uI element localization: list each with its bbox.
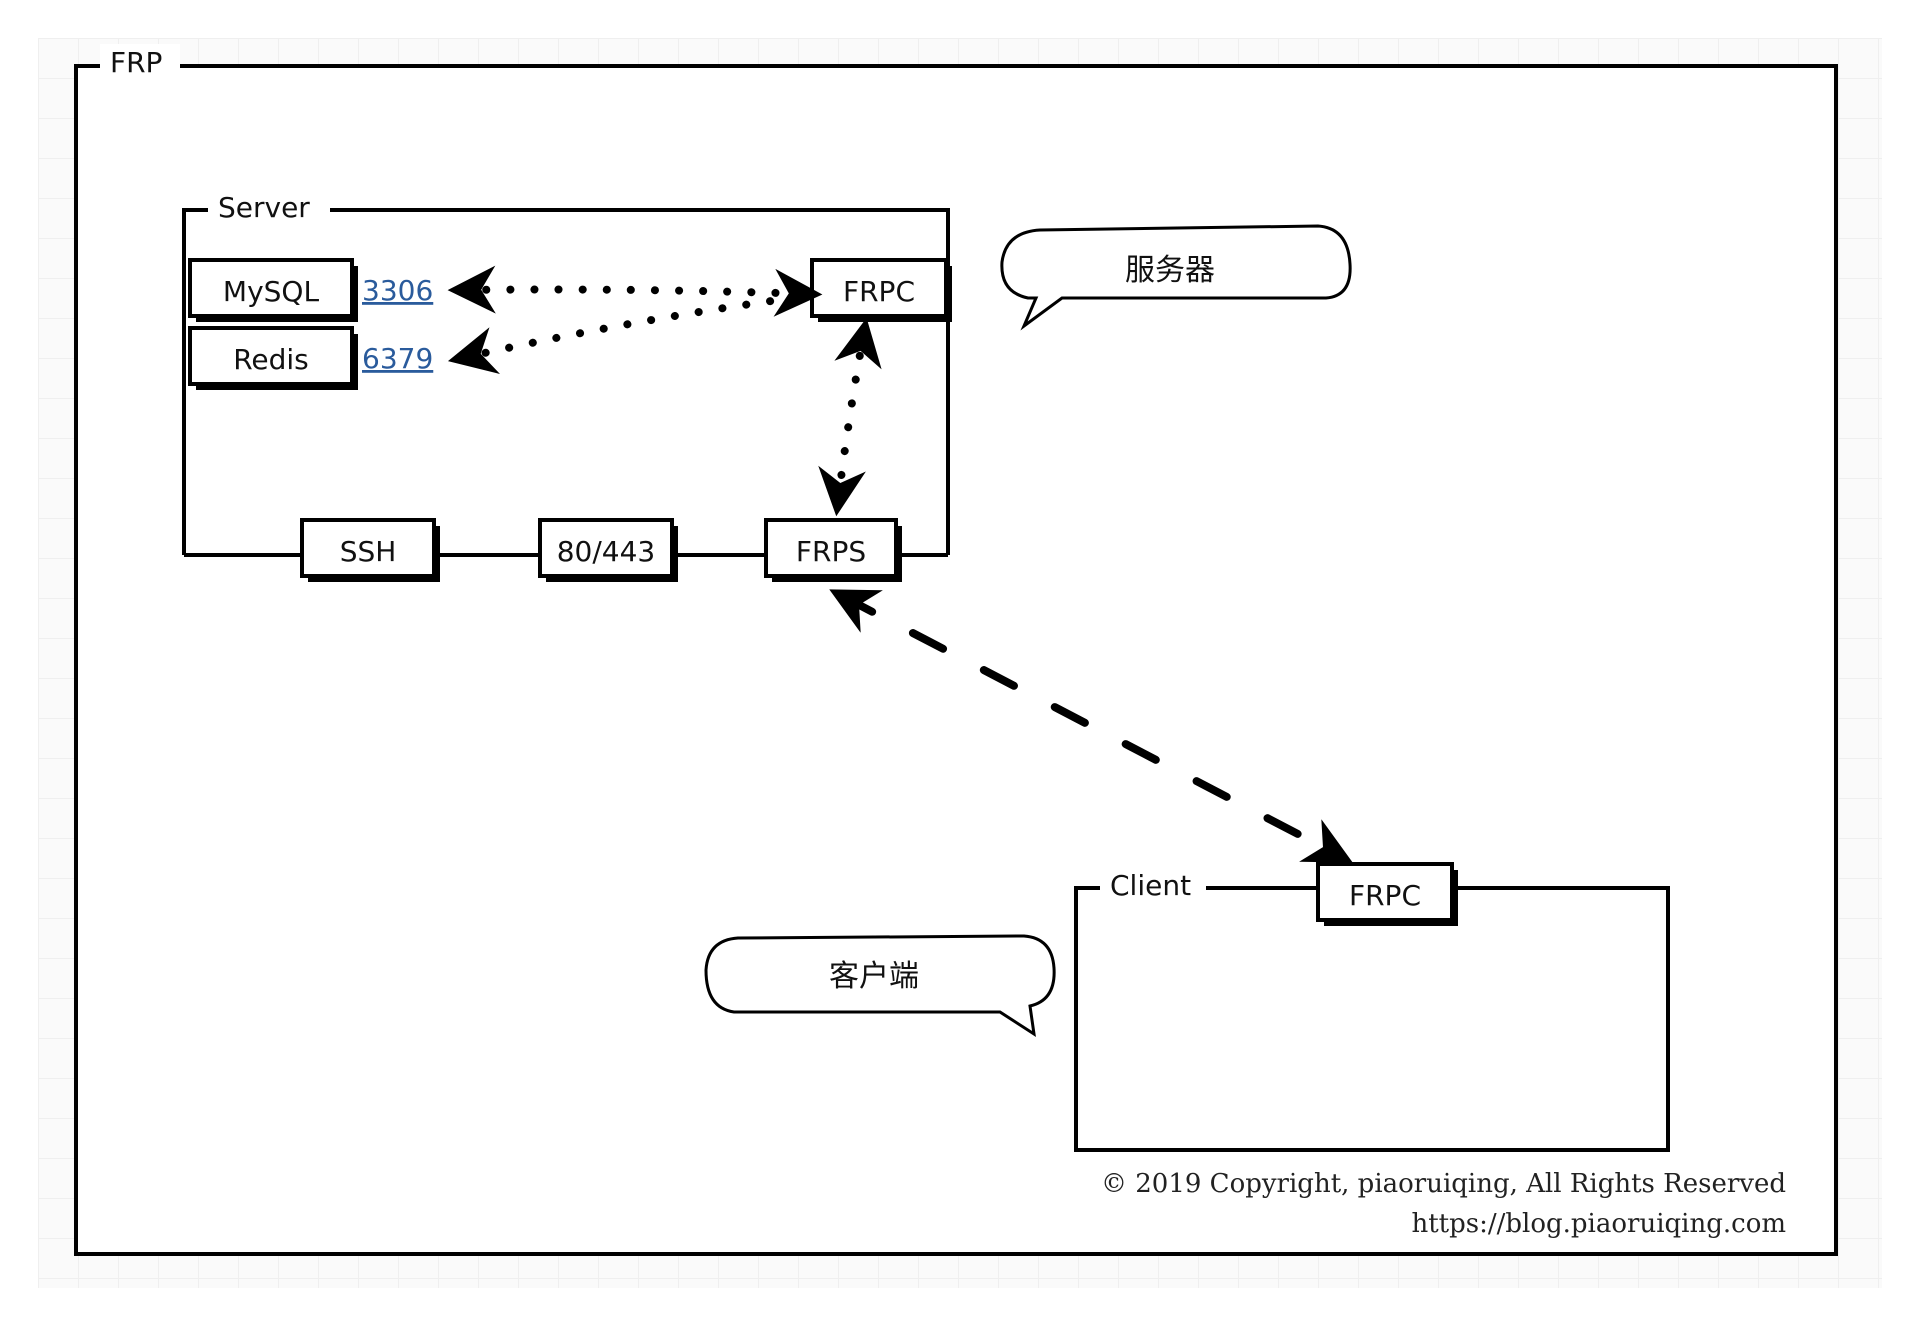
mysql-label: MySQL (223, 275, 320, 308)
server-callout (1000, 224, 1352, 331)
client-callout-text: 客户端 (829, 959, 919, 994)
redis-frpc-arrow (447, 292, 812, 375)
server-label-bg (208, 190, 330, 224)
mysql-frpc-arrow (447, 265, 823, 317)
server-title: Server (218, 191, 310, 224)
mysql-port[interactable]: 3306 (362, 274, 433, 307)
redis-label: Redis (233, 343, 309, 376)
client-callout (704, 934, 1056, 1038)
server-callout-text: 服务器 (1125, 253, 1215, 288)
frps-box[interactable] (764, 518, 898, 578)
frps-label: FRPS (796, 535, 866, 568)
blog-url[interactable]: https://blog.piaoruiqing.com (1411, 1209, 1786, 1239)
client-container (1074, 886, 1670, 1152)
redis-port[interactable]: 6379 (362, 342, 433, 375)
client-title: Client (1110, 869, 1191, 902)
client-frpc-label: FRPC (1349, 879, 1421, 912)
frp-frame-title: FRP (110, 46, 162, 79)
client-frpc-box[interactable] (1316, 862, 1454, 922)
redis-box[interactable] (188, 326, 354, 386)
frps-client-tunnel-arrow (829, 589, 1353, 863)
copyright-text: © 2019 Copyright, piaoruiqing, All Right… (1101, 1169, 1786, 1199)
ssh-box[interactable] (300, 518, 436, 578)
web-box[interactable] (538, 518, 674, 578)
frpc-frps-arrow (818, 317, 882, 517)
mysql-box[interactable] (188, 258, 354, 318)
frp-frame-label-bg (100, 44, 180, 78)
ssh-label: SSH (340, 535, 397, 568)
web-label: 80/443 (557, 535, 656, 568)
server-frpc-label: FRPC (843, 275, 915, 308)
server-container (182, 208, 950, 555)
client-label-bg (1100, 868, 1206, 902)
